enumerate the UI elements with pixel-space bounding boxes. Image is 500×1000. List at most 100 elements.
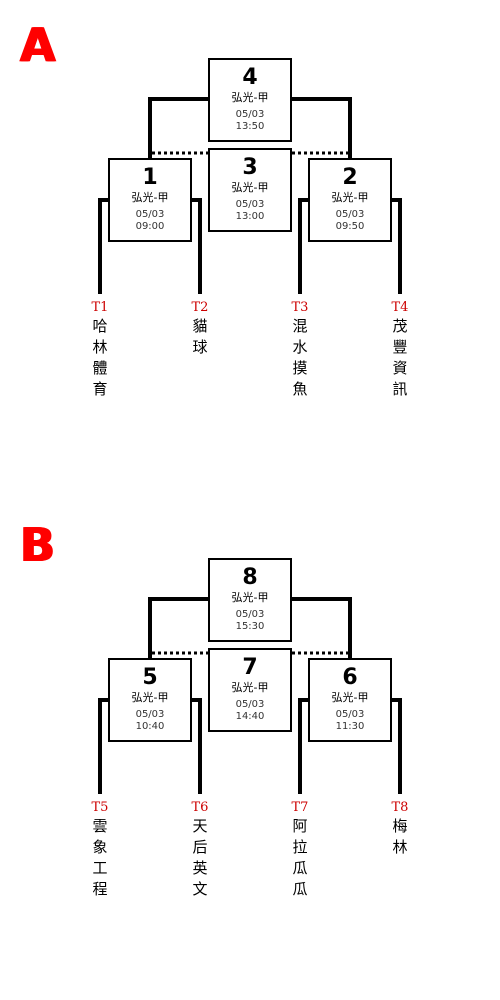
team-code: T5 <box>91 800 109 815</box>
match-box-2: 2 弘光-甲 05/03 09:50 <box>308 158 392 242</box>
match-date: 05/03 <box>235 609 265 620</box>
match-time: 15:30 <box>235 621 265 632</box>
team-name-char: 程 <box>92 880 108 898</box>
final-connector-right <box>291 97 352 158</box>
team-line-t3 <box>298 198 309 294</box>
team-name-char: 貓 <box>192 317 208 335</box>
team-t4: T4 茂豐資訊 <box>385 300 415 400</box>
match-box-3: 3 弘光-甲 05/03 13:00 <box>208 148 292 232</box>
team-name-char: 摸 <box>292 359 308 377</box>
team-name-char: 后 <box>192 838 208 856</box>
match-box-7: 7 弘光-甲 05/03 14:40 <box>208 648 292 732</box>
match-number: 7 <box>242 655 258 680</box>
match-venue: 弘光-甲 <box>131 191 169 204</box>
team-name: 天后英文 <box>185 816 215 900</box>
team-line-t6 <box>191 698 202 794</box>
match-number: 2 <box>342 165 358 190</box>
team-t1: T1 哈林體育 <box>85 300 115 400</box>
team-name: 混水摸魚 <box>285 316 315 400</box>
match-number: 8 <box>242 565 258 590</box>
team-code: T7 <box>291 800 309 815</box>
team-name: 茂豐資訊 <box>385 316 415 400</box>
match-time: 10:40 <box>135 721 165 732</box>
match-box-8: 8 弘光-甲 05/03 15:30 <box>208 558 292 642</box>
match-box-4: 4 弘光-甲 05/03 13:50 <box>208 58 292 142</box>
bracket-lines <box>98 97 402 294</box>
final-connector-left <box>148 97 209 158</box>
team-name-char: 水 <box>292 338 308 356</box>
team-name-char: 英 <box>192 859 208 877</box>
match-box-6: 6 弘光-甲 05/03 11:30 <box>308 658 392 742</box>
team-name-char: 林 <box>92 338 108 356</box>
team-line-t5 <box>98 698 109 794</box>
match-venue: 弘光-甲 <box>331 691 369 704</box>
final-connector-right <box>291 597 352 658</box>
match-venue: 弘光-甲 <box>231 181 269 194</box>
team-line-t8 <box>391 698 402 794</box>
team-name: 雲象工程 <box>85 816 115 900</box>
match-time: 13:00 <box>235 211 265 222</box>
match-date: 05/03 <box>135 209 165 220</box>
match-venue: 弘光-甲 <box>231 681 269 694</box>
bracket-group-a: A 4 弘光-甲 05/03 13:50 3 弘光-甲 05/03 13:00 … <box>0 0 500 480</box>
team-code: T3 <box>291 300 309 315</box>
team-name-char: 文 <box>192 880 208 898</box>
match-date: 05/03 <box>335 209 365 220</box>
team-t8: T8 梅林 <box>385 800 415 858</box>
match-date: 05/03 <box>335 709 365 720</box>
team-t6: T6 天后英文 <box>185 800 215 900</box>
team-name-char: 茂 <box>392 317 408 335</box>
team-line-t1 <box>98 198 109 294</box>
match-date: 05/03 <box>235 699 265 710</box>
team-name-char: 混 <box>292 317 308 335</box>
match-venue: 弘光-甲 <box>131 691 169 704</box>
team-name-char: 林 <box>392 838 408 856</box>
match-box-5: 5 弘光-甲 05/03 10:40 <box>108 658 192 742</box>
team-name-char: 訊 <box>392 380 408 398</box>
final-connector-left <box>148 597 209 658</box>
team-name-char: 豐 <box>392 338 408 356</box>
match-time: 09:00 <box>135 221 165 232</box>
match-number: 4 <box>242 65 258 90</box>
team-t7: T7 阿拉瓜瓜 <box>285 800 315 900</box>
match-box-1: 1 弘光-甲 05/03 09:00 <box>108 158 192 242</box>
match-date: 05/03 <box>135 709 165 720</box>
match-number: 3 <box>242 155 258 180</box>
match-number: 6 <box>342 665 358 690</box>
team-name-char: 育 <box>92 380 108 398</box>
team-name-char: 阿 <box>292 817 308 835</box>
team-name-char: 梅 <box>392 817 408 835</box>
team-name: 哈林體育 <box>85 316 115 400</box>
team-name-char: 瓜 <box>292 859 308 877</box>
match-time: 11:30 <box>335 721 365 732</box>
team-code: T4 <box>391 300 409 315</box>
match-number: 1 <box>142 165 158 190</box>
team-t2: T2 貓球 <box>185 300 215 358</box>
team-name-char: 哈 <box>92 317 108 335</box>
group-label: B <box>20 518 56 572</box>
team-name-char: 拉 <box>292 838 308 856</box>
match-date: 05/03 <box>235 109 265 120</box>
team-name-char: 球 <box>192 338 208 356</box>
team-name: 貓球 <box>185 316 215 358</box>
team-name-char: 雲 <box>92 817 108 835</box>
bracket-group-b: B 8 弘光-甲 05/03 15:30 7 弘光-甲 05/03 14:40 … <box>0 500 500 980</box>
match-venue: 弘光-甲 <box>231 591 269 604</box>
team-line-t7 <box>298 698 309 794</box>
bracket-lines <box>98 597 402 794</box>
team-name-char: 天 <box>192 817 208 835</box>
group-label: A <box>20 18 56 72</box>
match-number: 5 <box>142 665 158 690</box>
match-venue: 弘光-甲 <box>231 91 269 104</box>
match-time: 14:40 <box>235 711 265 722</box>
match-date: 05/03 <box>235 199 265 210</box>
team-t3: T3 混水摸魚 <box>285 300 315 400</box>
team-name-char: 瓜 <box>292 880 308 898</box>
team-name-char: 資 <box>392 359 408 377</box>
team-line-t4 <box>391 198 402 294</box>
team-code: T6 <box>191 800 209 815</box>
match-venue: 弘光-甲 <box>331 191 369 204</box>
team-code: T2 <box>191 300 209 315</box>
team-name: 梅林 <box>385 816 415 858</box>
team-code: T1 <box>91 300 109 315</box>
